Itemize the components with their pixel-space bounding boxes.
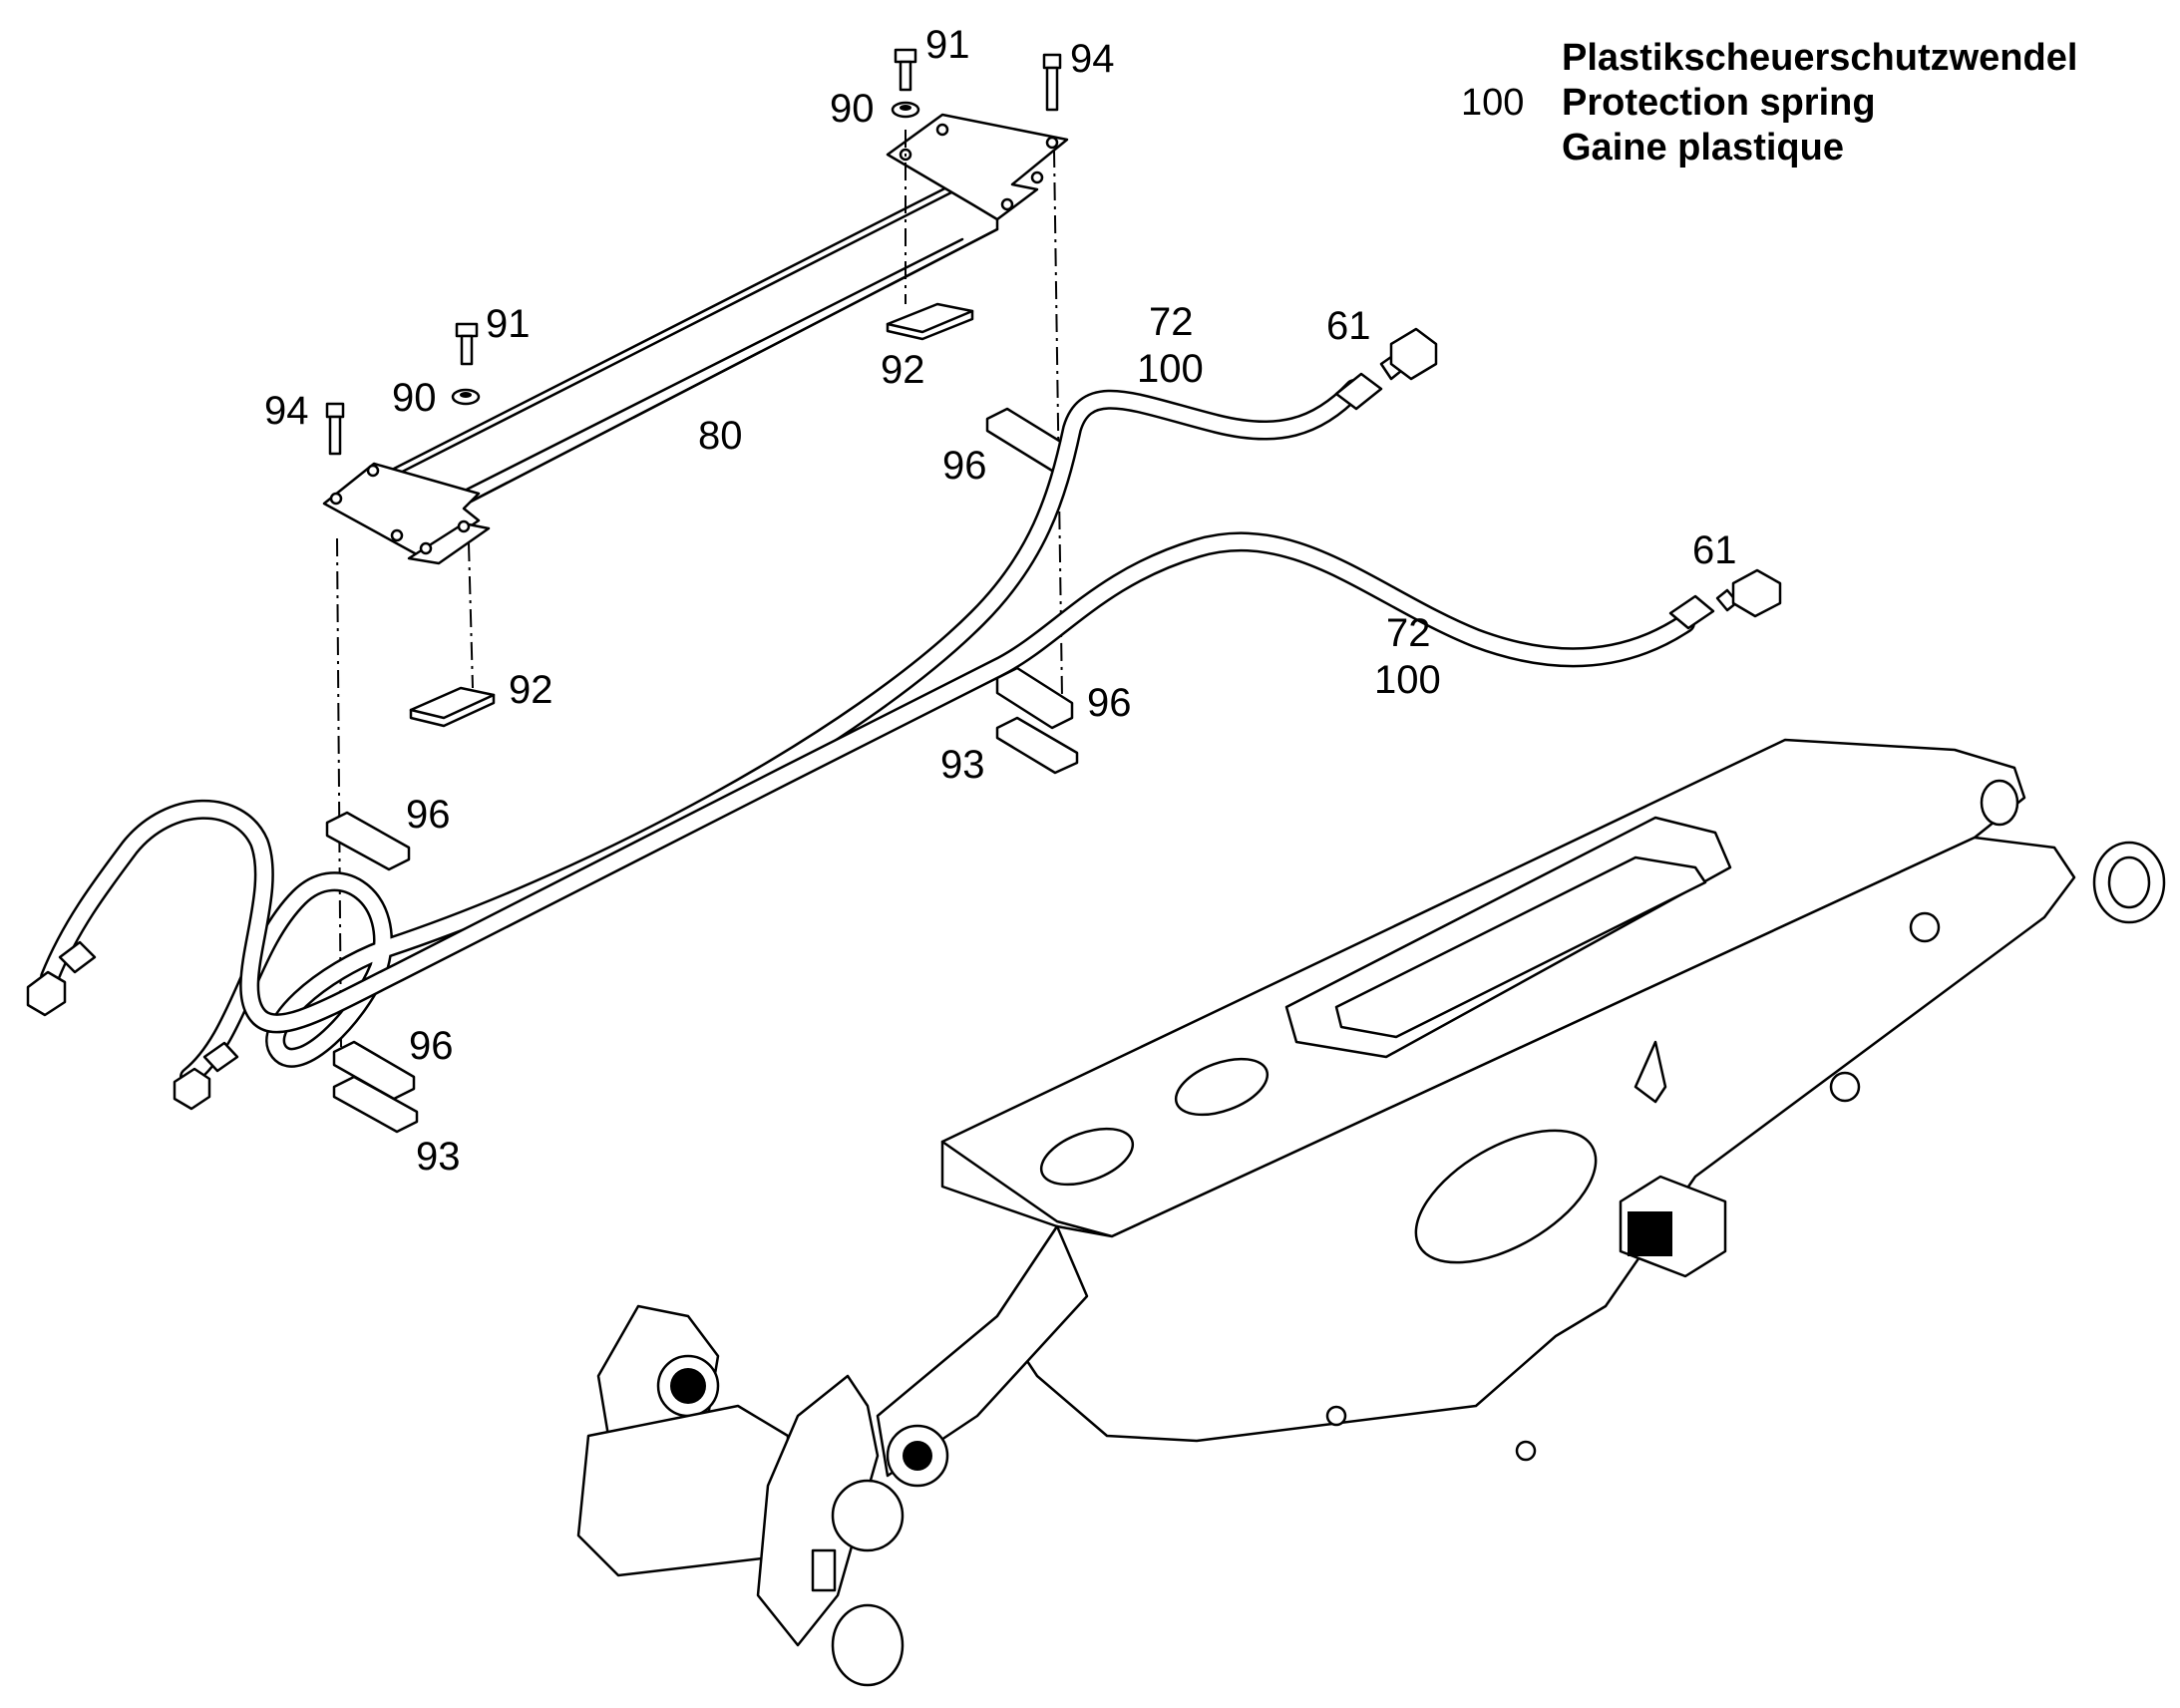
callout-92-top: 92: [881, 348, 925, 392]
callouts: 91 94 90 92 91 90 94 80 92 96 96 96 96 9…: [264, 23, 1737, 1179]
legend-number: 100: [1461, 82, 1524, 124]
callout-90-top: 90: [830, 87, 875, 131]
callout-96-b: 96: [1087, 681, 1132, 725]
bolts-mid: [325, 322, 481, 456]
callout-92-low: 92: [509, 668, 553, 712]
callout-72-b: 72: [1386, 611, 1431, 655]
legend-text-fr: Gaine plastique: [1562, 127, 1844, 169]
clamps-96: [325, 407, 1079, 1134]
bolts-top: [891, 48, 1062, 119]
callout-91-top: 91: [925, 23, 970, 67]
legend-text-de: Plastikscheuerschutzwendel: [1562, 37, 2077, 79]
legend: Plastikscheuerschutzwendel 100 Protectio…: [1461, 37, 2077, 169]
quick-coupler: [576, 1224, 1089, 1687]
protection-channel: [322, 113, 1069, 565]
boom-arm: [940, 738, 2166, 1462]
callout-96-d: 96: [409, 1024, 454, 1068]
callout-72-a: 72: [1149, 300, 1194, 344]
assembly-lines: [336, 130, 1063, 1048]
callout-61-a: 61: [1326, 304, 1371, 348]
fittings: [26, 327, 1782, 1111]
callout-61-b: 61: [1692, 528, 1737, 572]
callout-93-a: 93: [940, 743, 985, 787]
plates-92: [409, 302, 974, 728]
callout-80: 80: [698, 414, 743, 458]
callout-100-a: 100: [1137, 347, 1204, 391]
callout-93-b: 93: [416, 1135, 461, 1179]
callout-96-c: 96: [406, 793, 451, 837]
callout-90-mid: 90: [392, 376, 437, 420]
callout-94-mid: 94: [264, 389, 309, 433]
callout-94-top: 94: [1070, 37, 1115, 81]
callout-96-a: 96: [942, 444, 987, 488]
legend-text-en: Protection spring: [1562, 82, 1876, 124]
hoses: [40, 379, 1695, 1087]
callout-100-b: 100: [1374, 658, 1441, 702]
end-plate-right: [886, 113, 1069, 221]
callout-91-mid: 91: [486, 302, 531, 346]
